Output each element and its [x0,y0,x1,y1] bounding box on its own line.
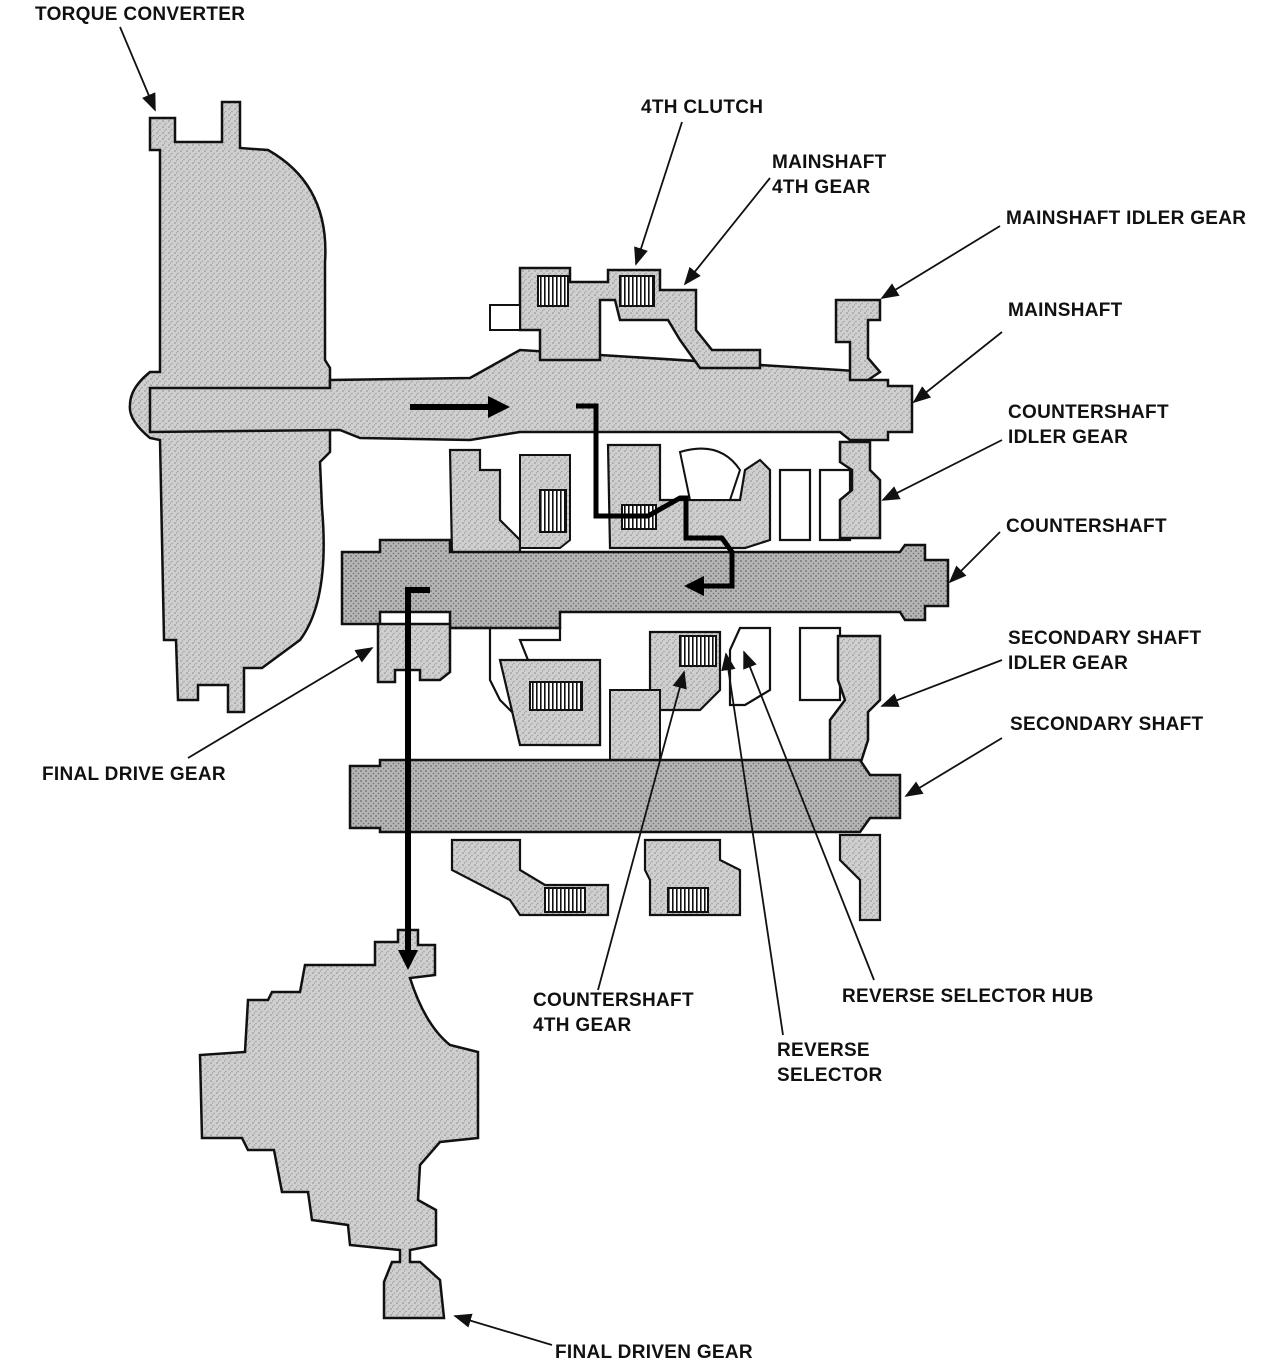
countershaft-lower-gear-cluster [452,626,842,761]
label-reverse-selector: REVERSE SELECTOR [777,1040,883,1086]
label-countershaft: COUNTERSHAFT [1006,516,1167,537]
label-mainshaft-idler-gear: MAINSHAFT IDLER GEAR [1006,208,1247,229]
mainshaft-idler-gear [834,298,882,382]
secondary-shaft-gears [450,833,882,922]
label-mainshaft-4th-gear: MAINSHAFT 4TH GEAR [772,152,887,198]
label-reverse-selector-hub: REVERSE SELECTOR HUB [842,986,1094,1007]
label-countershaft-4th-gear: COUNTERSHAFT 4TH GEAR [533,990,694,1036]
label-4th-clutch: 4TH CLUTCH [641,97,764,118]
label-torque-converter: TORQUE CONVERTER [35,4,246,25]
label-final-driven-gear: FINAL DRIVEN GEAR [555,1342,753,1363]
label-mainshaft: MAINSHAFT [1008,300,1123,321]
mainshaft [148,348,914,442]
label-secondary-shaft-idler-gear: SECONDARY SHAFT IDLER GEAR [1008,628,1202,674]
final-drive-gear [376,622,452,684]
secondary-shaft [348,758,902,834]
leader-lines [119,26,1003,1346]
label-countershaft-idler-gear: COUNTERSHAFT IDLER GEAR [1008,402,1169,448]
power-flow-path [398,396,735,970]
countershaft [340,538,950,630]
label-secondary-shaft: SECONDARY SHAFT [1010,714,1204,735]
final-driven-gear [198,928,480,1320]
label-final-drive-gear: FINAL DRIVE GEAR [42,764,226,785]
mainshaft-gear-cluster [448,266,852,557]
countershaft-idler-gear [838,440,882,540]
